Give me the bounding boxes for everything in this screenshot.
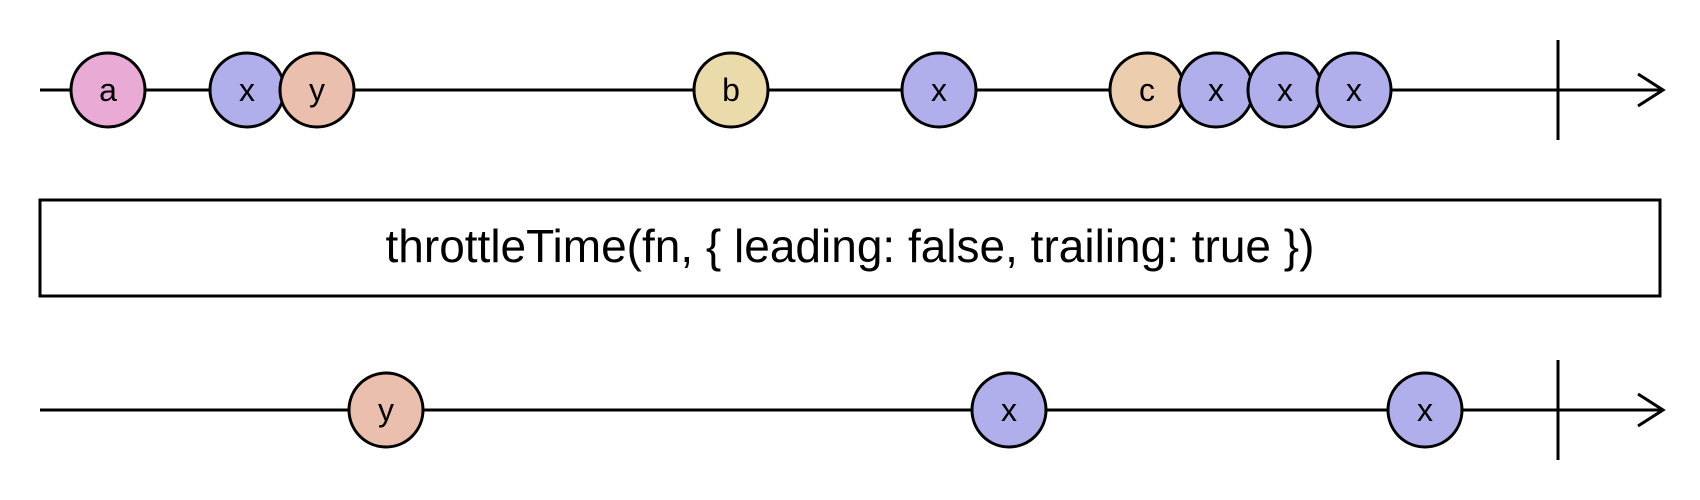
input-marble-x: x bbox=[1315, 51, 1393, 129]
marble-label: a bbox=[99, 72, 117, 108]
marble-label: x bbox=[931, 72, 947, 108]
marble-label: x bbox=[1001, 392, 1017, 428]
marble-circle bbox=[347, 371, 425, 449]
operator-box-frame bbox=[38, 198, 1662, 298]
marble-label: c bbox=[1139, 72, 1155, 108]
output-marble-x: x bbox=[970, 371, 1048, 449]
output-marble-x: x bbox=[1386, 371, 1464, 449]
marble-circle bbox=[970, 371, 1048, 449]
marble-label: b bbox=[722, 72, 740, 108]
marble-label: x bbox=[1417, 392, 1433, 428]
input-marble-a: a bbox=[69, 51, 147, 129]
output-timeline-arrowhead bbox=[1637, 392, 1666, 428]
operator-box: throttleTime(fn, { leading: false, trail… bbox=[38, 198, 1662, 298]
marble-circle bbox=[278, 51, 356, 129]
operator-label: throttleTime(fn, { leading: false, trail… bbox=[386, 220, 1315, 272]
marble-label: y bbox=[309, 72, 325, 108]
input-marble-c: c bbox=[1108, 51, 1186, 129]
marble-label: x bbox=[1277, 72, 1293, 108]
marble-circle bbox=[69, 51, 147, 129]
input-marble-x: x bbox=[1177, 51, 1255, 129]
output-marble-y: y bbox=[347, 371, 425, 449]
marble-label: x bbox=[239, 72, 255, 108]
marble-label: x bbox=[1346, 72, 1362, 108]
input-marble-y: y bbox=[278, 51, 356, 129]
marble-circle bbox=[692, 51, 770, 129]
marble-circle bbox=[1386, 371, 1464, 449]
marble-label: y bbox=[378, 392, 394, 428]
input-marble-x: x bbox=[208, 51, 286, 129]
input-marble-b: b bbox=[692, 51, 770, 129]
input-timeline-arrowhead bbox=[1637, 72, 1666, 108]
marble-circle bbox=[900, 51, 978, 129]
marble-label: x bbox=[1208, 72, 1224, 108]
marble-circle bbox=[1315, 51, 1393, 129]
input-marble-x: x bbox=[900, 51, 978, 129]
input-marble-x: x bbox=[1246, 51, 1324, 129]
